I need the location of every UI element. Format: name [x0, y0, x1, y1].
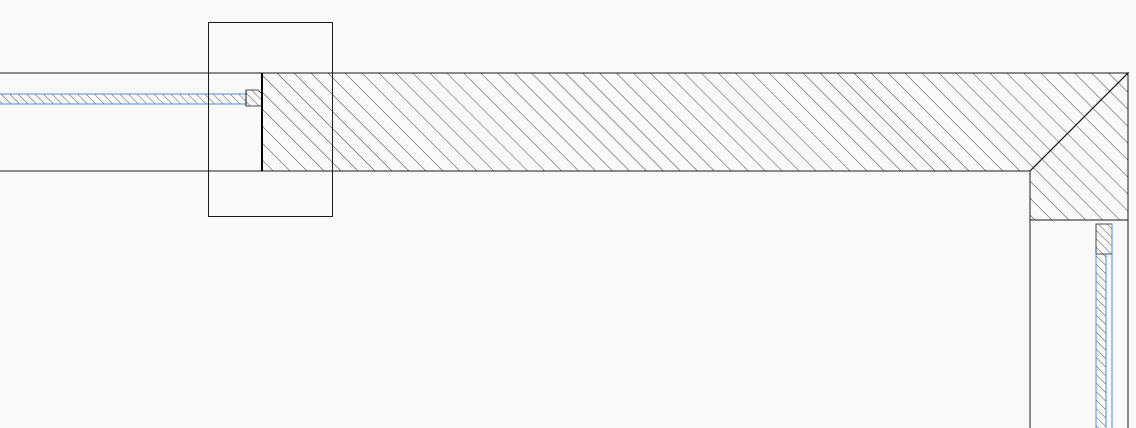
inner-panel-top[interactable]	[0, 89, 263, 107]
selection-box[interactable]	[208, 22, 333, 217]
right-wall-segment[interactable]	[1029, 220, 1129, 428]
left-wall-segment[interactable]	[0, 72, 262, 172]
top-wall-hatched-beam[interactable]	[261, 72, 1130, 172]
inner-panel-right[interactable]	[1095, 223, 1113, 428]
